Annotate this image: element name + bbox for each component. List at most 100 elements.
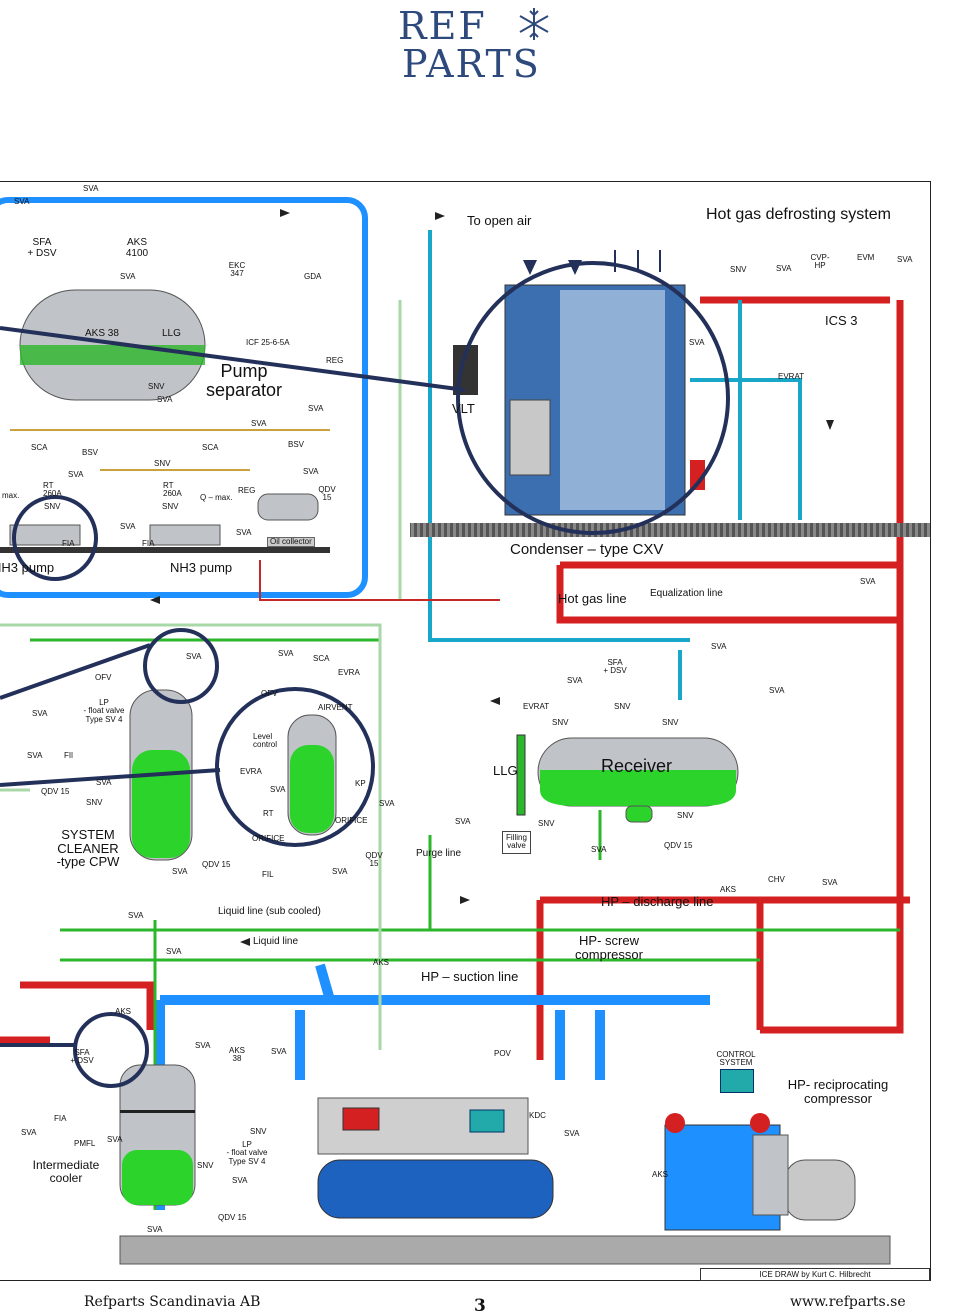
nh3-pump-1-shape <box>9 524 81 546</box>
liquid-line-label: Liquid line <box>253 936 299 947</box>
diagram-frame <box>0 181 931 1281</box>
valve-tag: SNV <box>552 718 569 727</box>
fia-label-2: FIA <box>142 539 155 548</box>
valve-tag: SVA <box>120 522 136 531</box>
equalization-line-label: Equalization line <box>650 588 723 599</box>
valve-tag: SVA <box>107 1135 123 1144</box>
valve-tag: SNV <box>197 1161 214 1170</box>
ofv-label-2: OFV <box>261 689 278 698</box>
bsv-label-1: BSV <box>82 448 99 457</box>
screw-compressor-shell <box>317 1159 554 1219</box>
qdv-15-label-c: QDV 15 <box>365 851 383 869</box>
sfa-dsv-label-3: SFA + DSV <box>70 1048 94 1066</box>
valve-tag: SVA <box>166 947 182 956</box>
ekc-347-label: EKC 347 <box>228 261 246 279</box>
valve-tag: SVA <box>303 467 319 476</box>
aks-38-label-top: AKS 38 <box>85 328 119 339</box>
qdv-15-label-d: QDV 15 <box>664 841 693 850</box>
valve-tag: SVA <box>14 197 30 206</box>
evra-label-1: EVRA <box>338 668 360 677</box>
valve-tag: SNV <box>250 1127 267 1136</box>
fil-label-2: FIL <box>262 870 274 879</box>
focus-leader-lines <box>0 326 466 1047</box>
valve-tag: SVA <box>251 419 267 428</box>
rt-label: RT <box>263 809 274 818</box>
qdv-15-label-b: QDV 15 <box>202 860 231 869</box>
footer-website: www.refparts.se <box>790 1294 906 1310</box>
vlt-label: VLT <box>452 401 475 416</box>
cvp-hp-label: CVP- HP <box>810 253 830 271</box>
valve-tag: SVA <box>379 799 395 808</box>
icf-label: ICF 25-6-5A <box>246 338 290 347</box>
gda-label: GDA <box>304 272 322 281</box>
hot-gas-line-label: Hot gas line <box>558 591 627 606</box>
oil-collector-vessel <box>257 493 319 521</box>
aks-label-1: AKS <box>720 885 737 894</box>
lp-float-valve-label-2: LP - float valve Type SV 4 <box>226 1140 268 1166</box>
llg-label-top: LLG <box>162 328 181 339</box>
refparts-logo: REF PARTS <box>398 4 568 86</box>
level-control-label: Level control <box>253 732 278 750</box>
lp-float-valve-label-1: LP - float valve Type SV 4 <box>83 698 125 724</box>
logo-text-parts: PARTS <box>402 42 541 86</box>
sfa-dsv-label-1: SFA + DSV <box>27 237 57 259</box>
evrat-label-mid: EVRAT <box>523 702 550 711</box>
reg-label-1: REG <box>326 356 344 365</box>
aks-38-label-low: AKS 38 <box>228 1046 246 1064</box>
condenser-control-panel <box>509 399 551 476</box>
valve-tag: SNV <box>86 798 103 807</box>
valve-tag: SVA <box>278 649 294 658</box>
valve-tag: SVA <box>822 878 838 887</box>
aks-label-2: AKS <box>373 958 390 967</box>
compressor-motor <box>784 1159 856 1221</box>
rt-260a-label-2: RT 260A <box>163 481 182 499</box>
kdc-label: KDC <box>529 1111 546 1120</box>
footer-page-number: 3 <box>474 1296 486 1316</box>
valve-tag: SVA <box>147 1225 163 1234</box>
pump-separator-label: Pump separator <box>205 361 283 400</box>
pov-label: POV <box>494 1049 511 1058</box>
valve-tag: SNV <box>662 718 679 727</box>
fia-label-3: FIA <box>54 1114 67 1123</box>
ice-draw-credit: ICE DRAW by Kurt C. Hilbrecht <box>700 1268 930 1281</box>
ics3-label: ICS 3 <box>825 313 858 328</box>
valve-tag: SVA <box>186 652 202 661</box>
liquid-line-subcooled-label: Liquid line (sub cooled) <box>218 906 321 917</box>
valve-tag: SVA <box>776 264 792 273</box>
airvent-label: AIRVENT <box>318 703 353 712</box>
valve-tag: SVA <box>68 470 84 479</box>
max-label: max. <box>2 491 20 500</box>
hp-discharge-line-label: HP – discharge line <box>601 894 714 909</box>
valve-tag: SVA <box>27 751 43 760</box>
valve-tag: SVA <box>271 1047 287 1056</box>
sfa-dsv-label-2: SFA + DSV <box>603 658 627 676</box>
valve-tag: SVA <box>711 642 727 651</box>
fil-label-1: FIl <box>64 751 73 760</box>
valve-tag: SNV <box>614 702 631 711</box>
chv-label: CHV <box>768 875 785 884</box>
control-system-box <box>720 1069 754 1093</box>
valve-tag: SVA <box>96 778 112 787</box>
reg-label-2: REG <box>238 486 256 495</box>
valve-tag: SVA <box>591 845 607 854</box>
qdv-15-label-a: QDV 15 <box>41 787 70 796</box>
valve-tag: SNV <box>162 502 179 511</box>
evrat-label-top: EVRAT <box>778 372 805 381</box>
nh3-pump-label-2: NH3 pump <box>170 560 233 575</box>
aks-label-3: AKS <box>115 1007 132 1016</box>
valve-tag: SVA <box>897 255 913 264</box>
valve-tag: SVA <box>564 1129 580 1138</box>
qdv-15-top-label: QDV 15 <box>318 485 336 503</box>
control-system-label: CONTROL SYSTEM <box>716 1050 756 1068</box>
qdv-15-label-e: QDV 15 <box>218 1213 247 1222</box>
oil-lines <box>10 429 330 471</box>
valve-tag: SVA <box>455 817 471 826</box>
valve-tag: SNV <box>148 382 165 391</box>
pump-separator-loop <box>0 197 368 598</box>
valve-tag: SNV <box>538 819 555 828</box>
valve-tag: SVA <box>83 184 99 193</box>
hot-gas-lines <box>0 296 910 1060</box>
logo-text-ref: REF <box>398 4 487 48</box>
valve-tag: SVA <box>689 338 705 347</box>
valve-tag: SVA <box>308 404 324 413</box>
